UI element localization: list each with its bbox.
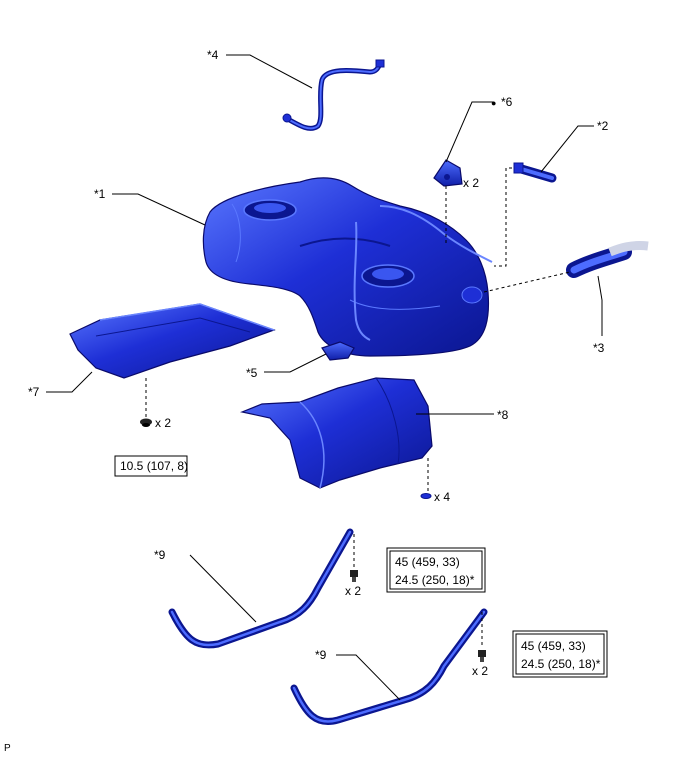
fuel-tank-part-1 bbox=[202, 177, 493, 357]
bolt-fastener-9-lower bbox=[478, 650, 486, 662]
callout-2: *2 bbox=[597, 119, 609, 133]
torque-box-7 bbox=[114, 455, 188, 477]
callout-6-dot: ● bbox=[491, 98, 496, 108]
nut-fastener-7 bbox=[140, 418, 152, 427]
pan-part-7 bbox=[69, 303, 276, 379]
torque-9-lower-line2: 24.5 (250, 18)* bbox=[521, 657, 601, 671]
strap-part-9-upper bbox=[168, 528, 354, 649]
callout-1: *1 bbox=[94, 187, 106, 201]
torque-box-9-upper bbox=[386, 547, 486, 593]
figure-code: P bbox=[4, 743, 11, 754]
quantity-8: x 4 bbox=[434, 490, 450, 504]
dashed-guides bbox=[145, 167, 571, 648]
callout-9-lower: *9 bbox=[315, 648, 327, 662]
quantity-6: x 2 bbox=[463, 176, 479, 190]
callout-3: *3 bbox=[593, 341, 605, 355]
bracket-part-6 bbox=[433, 159, 463, 187]
callout-5: *5 bbox=[246, 366, 258, 380]
quantity-7: x 2 bbox=[155, 416, 171, 430]
quantity-9-lower: x 2 bbox=[472, 664, 488, 678]
strap-part-9-lower bbox=[290, 608, 488, 725]
clamp-part-5 bbox=[321, 341, 355, 361]
filler-hose-part-3 bbox=[566, 241, 649, 278]
callout-9-upper: *9 bbox=[154, 548, 166, 562]
callout-7: *7 bbox=[28, 385, 40, 399]
leader-lines bbox=[46, 54, 603, 701]
torque-9-upper-line1: 45 (459, 33) bbox=[395, 555, 460, 569]
bolt-fastener-9-upper bbox=[350, 570, 358, 582]
clip-fastener-8 bbox=[420, 493, 432, 499]
torque-7: 10.5 (107, 8) bbox=[120, 459, 188, 473]
tank-port-cap-right bbox=[372, 268, 404, 280]
callout-4: *4 bbox=[207, 48, 219, 62]
insulator-part-8 bbox=[239, 377, 433, 489]
hose-part-2 bbox=[513, 162, 557, 183]
quantity-9-upper: x 2 bbox=[345, 584, 361, 598]
tank-filler-port bbox=[461, 286, 483, 304]
callout-8: *8 bbox=[497, 408, 509, 422]
torque-box-9-lower bbox=[512, 630, 608, 678]
vent-tube-part-4 bbox=[282, 59, 385, 131]
torque-9-lower-line1: 45 (459, 33) bbox=[521, 639, 586, 653]
tank-port-cap-left bbox=[254, 203, 286, 213]
torque-9-upper-line2: 24.5 (250, 18)* bbox=[395, 573, 475, 587]
callout-6: *6 bbox=[501, 95, 513, 109]
